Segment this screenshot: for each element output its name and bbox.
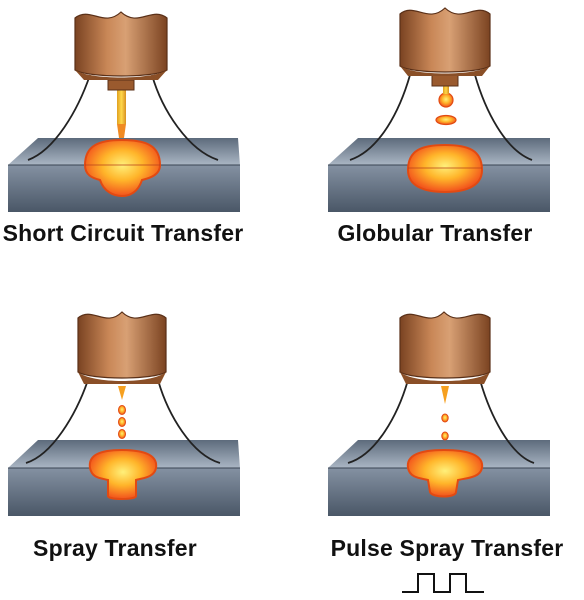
gas-shield-lines — [25, 379, 221, 464]
pulse-spray-illustration — [328, 311, 550, 516]
weld-pool — [406, 448, 484, 498]
spray-droplets — [118, 386, 126, 439]
panel-label-spray: Spray Transfer — [33, 535, 197, 561]
torch-nozzle — [77, 311, 167, 384]
pulse-droplets — [441, 386, 449, 441]
pulse-waveform-icon — [402, 573, 484, 593]
panel-globular: Globular Transfer — [310, 0, 584, 270]
gas-shield-lines — [347, 379, 535, 464]
short-circuit-illustration — [8, 11, 240, 212]
weld-pool — [83, 138, 162, 198]
torch-nozzle — [399, 311, 491, 384]
panel-short-circuit: Short Circuit Transfer — [0, 0, 280, 270]
torch-nozzle — [399, 7, 491, 87]
gas-shield-lines — [349, 74, 533, 161]
weld-pool — [88, 448, 158, 500]
gas-shield-lines — [27, 74, 219, 161]
panel-label-short-circuit: Short Circuit Transfer — [2, 220, 244, 246]
weld-pool — [406, 143, 484, 194]
wire-electrode — [117, 88, 126, 138]
spray-illustration — [8, 311, 240, 516]
panel-label-pulse-spray: Pulse Spray Transfer — [330, 535, 564, 561]
panel-label-globular: Globular Transfer — [337, 220, 533, 246]
panel-spray: Spray Transfer — [0, 300, 280, 570]
molten-droplets — [435, 86, 457, 126]
plate — [328, 138, 550, 212]
globular-illustration — [328, 7, 550, 212]
panel-pulse-spray: Pulse Spray Transfer — [310, 300, 584, 570]
torch-nozzle — [74, 11, 168, 91]
